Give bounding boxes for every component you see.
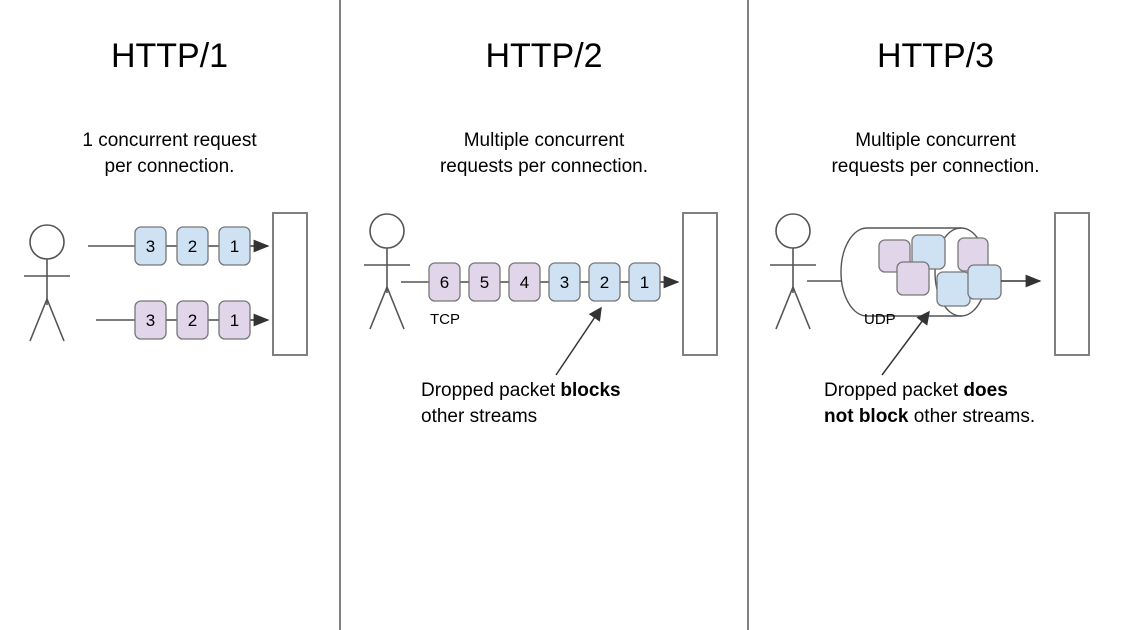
udp-cylinder [840, 227, 988, 317]
packet-box: 1 [218, 226, 251, 266]
server-rectangle [682, 212, 718, 356]
transport-label-udp: UDP [864, 311, 896, 328]
packet-row-2: 3 2 1 [134, 300, 251, 340]
panel-http2-title: HTTP/2 [485, 37, 603, 75]
packet-box: 2 [176, 226, 209, 266]
packet-box: 1 [218, 300, 251, 340]
panel-divider-2 [747, 0, 749, 630]
packet-label: 2 [188, 237, 197, 256]
panel-http1-title: HTTP/1 [110, 37, 229, 75]
packet-box [896, 261, 930, 296]
caption-http3: Dropped packet does not block other stre… [824, 378, 1114, 430]
packet-box-dropped [936, 271, 971, 307]
caption-http2-bold: blocks [560, 380, 621, 401]
caption-http2: Dropped packet blocks other streams [421, 378, 721, 430]
client-stick-figure [770, 213, 816, 330]
annotation-pointer-arrow [555, 306, 602, 376]
packet-box: 3 [134, 226, 167, 266]
packet-label: 4 [520, 273, 529, 292]
server-rectangle [1054, 212, 1090, 356]
packet-box: 3 [548, 262, 581, 302]
panel-http2-subtitle: Multiple concurrent requests per connect… [439, 130, 649, 177]
packet-box [957, 237, 989, 272]
packet-box: 5 [468, 262, 501, 302]
panel-http1: HTTP/1 1 concurrent request per connecti… [0, 0, 339, 630]
panel-http3-title: HTTP/3 [876, 37, 995, 75]
panel-http2-illustration: 6 5 4 3 2 [364, 212, 718, 376]
packet-box: 1 [628, 262, 661, 302]
panel-http1-subtitle: 1 concurrent request per connection. [82, 130, 257, 177]
packet-box: 2 [176, 300, 209, 340]
packet-label: 1 [230, 237, 239, 256]
packet-box-dropped: 2 [588, 262, 621, 302]
packet-cluster [878, 234, 1002, 307]
caption-http2-tail: other streams [421, 406, 538, 427]
panel-http3-subtitle: Multiple concurrent requests per connect… [831, 130, 1040, 177]
panel-http1-illustration: 3 2 1 [24, 212, 308, 356]
packet-box [967, 264, 1002, 300]
packet-box [878, 239, 911, 273]
packet-box: 4 [508, 262, 541, 302]
panel-divider-1 [339, 0, 341, 630]
client-stick-figure [24, 224, 70, 342]
packet-label: 2 [600, 273, 609, 292]
caption-http3-tail: other streams. [908, 406, 1036, 427]
packet-row-1: 3 2 1 [134, 226, 251, 266]
packet-label: 5 [480, 273, 489, 292]
packet-label: 1 [640, 273, 649, 292]
caption-http3-bold: does not block [824, 380, 1008, 427]
client-stick-figure [364, 213, 410, 330]
packet-label: 3 [146, 311, 155, 330]
packet-row-1: 6 5 4 3 2 [428, 262, 661, 302]
caption-http3-plain: Dropped packet [824, 380, 964, 401]
packet-label: 1 [230, 311, 239, 330]
packet-label: 6 [440, 273, 449, 292]
panel-http3: HTTP/3 Multiple concurrent requests per … [749, 0, 1122, 630]
caption-http2-plain: Dropped packet [421, 380, 561, 401]
packet-box: 6 [428, 262, 461, 302]
panel-http2: HTTP/2 Multiple concurrent requests per … [341, 0, 747, 630]
packet-box [911, 234, 946, 270]
packet-label: 3 [146, 237, 155, 256]
server-rectangle [272, 212, 308, 356]
transport-label-tcp: TCP [430, 311, 460, 328]
packet-box: 3 [134, 300, 167, 340]
panel-http3-illustration [770, 212, 1090, 376]
packet-label: 2 [188, 311, 197, 330]
packet-label: 3 [560, 273, 569, 292]
